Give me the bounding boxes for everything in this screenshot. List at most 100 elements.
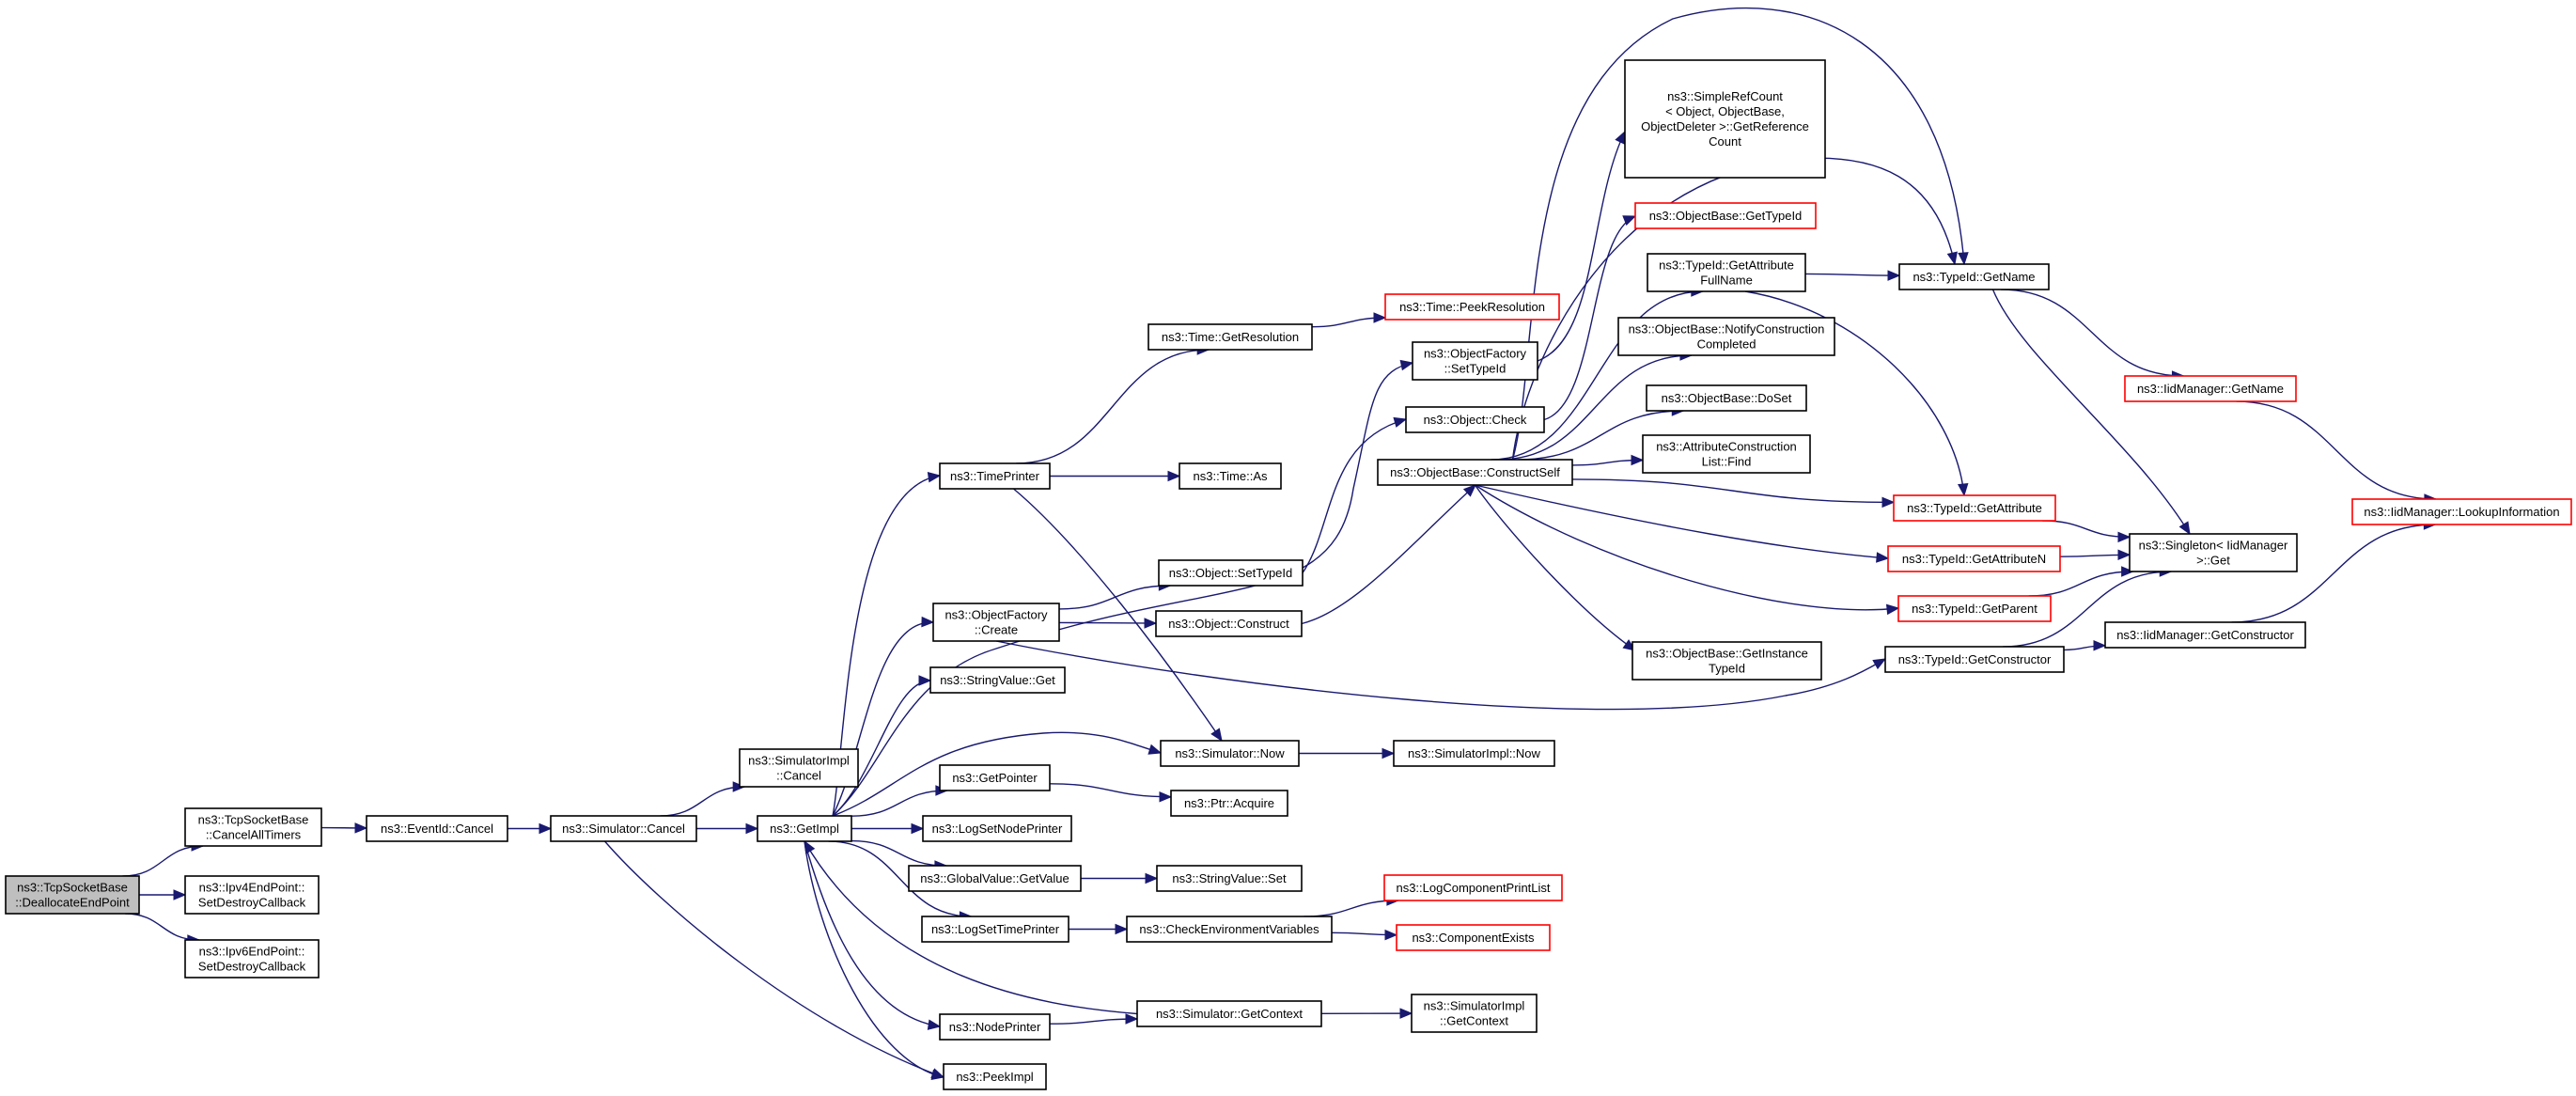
node-timeGetResolution[interactable]: ns3::Time::GetResolution (1147, 323, 1313, 351)
node-timePrinter[interactable]: ns3::TimePrinter (939, 462, 1051, 490)
edge-typeIdGetName-to-iidManagerGetName (2001, 289, 2185, 382)
node-box (1411, 994, 1538, 1033)
node-label-line: ns3::ComponentExists (1412, 931, 1535, 945)
edge-objectFactoryCreate-to-objectConstruct (1058, 618, 1158, 629)
node-box (1412, 341, 1538, 381)
node-logComponentPrintList[interactable]: ns3::LogComponentPrintList (1383, 874, 1563, 901)
node-typeIdGetParent[interactable]: ns3::TypeId::GetParent (1897, 595, 2052, 622)
node-objectBaseConstructSelf[interactable]: ns3::ObjectBase::ConstructSelf (1377, 459, 1573, 486)
node-label-line: ns3::StringValue::Set (1172, 871, 1287, 885)
node-label-line: ns3::TcpSocketBase (198, 813, 309, 827)
node-typeIdGetAttribute[interactable]: ns3::TypeId::GetAttribute (1893, 494, 2056, 522)
edge-objectBaseConstructSelf-to-objectBaseGetInstanceTypeId (1474, 484, 1637, 651)
node-label-line: ns3::SimulatorImpl (1424, 999, 1525, 1013)
node-label-line: ::DeallocateEndPoint (15, 896, 130, 910)
node-singletonGet[interactable]: ns3::Singleton< IidManager>::Get (2129, 533, 2298, 572)
node-box (184, 807, 322, 847)
node-box (932, 603, 1060, 642)
node-label-line: ns3::Time::PeekResolution (1399, 300, 1545, 314)
node-simulatorNow[interactable]: ns3::Simulator::Now (1160, 740, 1300, 767)
node-objectFactorySetTypeId[interactable]: ns3::ObjectFactory::SetTypeId (1412, 341, 1538, 381)
node-stringValueSet[interactable]: ns3::StringValue::Set (1156, 865, 1303, 892)
node-objectSetTypeId[interactable]: ns3::Object::SetTypeId (1158, 559, 1304, 587)
node-typeIdGetName[interactable]: ns3::TypeId::GetName (1898, 263, 2050, 290)
edge-objectBaseConstructSelf-to-typeIdGetAttribute (1571, 478, 1896, 509)
node-label-line: ns3::Object::Construct (1168, 617, 1289, 631)
node-simImplNow[interactable]: ns3::SimulatorImpl::Now (1393, 740, 1555, 767)
edge-simulatorGetContext-to-simImplGetContext (1320, 1008, 1413, 1019)
node-objectConstruct[interactable]: ns3::Object::Construct (1155, 610, 1303, 637)
node-box (1136, 1000, 1322, 1027)
node-simulatorCancel[interactable]: ns3::Simulator::Cancel (550, 815, 697, 842)
edge-typeIdGetAttributeFullName-to-typeIdGetAttribute (1744, 290, 1969, 497)
node-box (939, 462, 1051, 490)
node-objectBaseGetTypeId[interactable]: ns3::ObjectBase::GetTypeId (1634, 202, 1817, 229)
node-eventIdCancel[interactable]: ns3::EventId::Cancel (366, 815, 508, 842)
node-label-line: Count (1709, 134, 1741, 149)
node-root[interactable]: ns3::TcpSocketBase::DeallocateEndPoint (5, 875, 140, 915)
node-ptrAcquire[interactable]: ns3::Ptr::Acquire (1170, 790, 1288, 817)
node-iidManagerLookup[interactable]: ns3::IidManager::LookupInformation (2351, 498, 2572, 525)
node-label-line: ns3::SimulatorImpl::Now (1408, 746, 1540, 760)
node-checkEnvVars[interactable]: ns3::CheckEnvironmentVariables (1126, 916, 1333, 943)
function-nodes: ns3::TcpSocketBase::DeallocateEndPointns… (5, 59, 2572, 1090)
node-label-line: ns3::ObjectFactory (1424, 347, 1527, 361)
node-timeAs[interactable]: ns3::Time::As (1179, 462, 1282, 490)
node-getImpl[interactable]: ns3::GetImpl (757, 815, 852, 842)
node-label-line: ns3::NodePrinter (949, 1020, 1041, 1034)
node-typeIdGetAttributeN[interactable]: ns3::TypeId::GetAttributeN (1887, 545, 2061, 572)
node-label-line: SetDestroyCallback (198, 960, 306, 974)
node-label-line: ::SetTypeId (1444, 362, 1507, 376)
node-label-line: ns3::LogSetNodePrinter (932, 822, 1063, 836)
node-box (1647, 253, 1806, 292)
node-simImplGetContext[interactable]: ns3::SimulatorImpl::GetContext (1411, 994, 1538, 1033)
node-componentExists[interactable]: ns3::ComponentExists (1396, 924, 1551, 951)
node-box (1158, 559, 1304, 587)
node-getPointer[interactable]: ns3::GetPointer (939, 764, 1051, 791)
edge-simulatorGetContext-to-getImpl (804, 839, 1138, 1015)
node-globalValueGetValue[interactable]: ns3::GlobalValue::GetValue (908, 865, 1082, 892)
edge-nodePrinter-to-simulatorGetContext (1049, 1013, 1139, 1025)
node-nodePrinter[interactable]: ns3::NodePrinter (939, 1013, 1051, 1041)
node-typeIdGetConstructor[interactable]: ns3::TypeId::GetConstructor (1884, 646, 2065, 673)
node-label-line: ns3::GetImpl (770, 822, 839, 836)
node-logSetNodePrinter[interactable]: ns3::LogSetNodePrinter (922, 815, 1072, 842)
node-objectBaseNotify[interactable]: ns3::ObjectBase::NotifyConstructionCompl… (1617, 317, 1835, 356)
edge-logSetTimePrinter-to-checkEnvVars (1068, 923, 1129, 935)
node-box (1156, 865, 1303, 892)
node-box (1383, 874, 1563, 901)
node-box (2129, 533, 2298, 572)
node-ipv6SetDestroy[interactable]: ns3::Ipv6EndPoint::SetDestroyCallback (184, 939, 320, 979)
edge-simulatorCancel-to-simImplCancel (660, 781, 746, 817)
node-box (1160, 740, 1300, 767)
edge-typeIdGetParent-to-singletonGet (2028, 566, 2134, 597)
node-peekImpl[interactable]: ns3::PeekImpl (943, 1063, 1047, 1090)
edge-root-to-ipv4SetDestroy (138, 889, 187, 900)
node-objectFactoryCreate[interactable]: ns3::ObjectFactory::Create (932, 603, 1060, 642)
node-ipv4SetDestroy[interactable]: ns3::Ipv4EndPoint::SetDestroyCallback (184, 875, 320, 915)
node-label-line: SetDestroyCallback (198, 896, 306, 910)
node-label-line: ns3::Object::SetTypeId (1169, 566, 1293, 580)
node-label-line: ns3::TypeId::GetAttributeN (1902, 552, 2046, 566)
node-iidManagerGetConstructor[interactable]: ns3::IidManager::GetConstructor (2104, 621, 2306, 649)
node-cancelAllTimers[interactable]: ns3::TcpSocketBase::CancelAllTimers (184, 807, 322, 847)
node-timePeekResolution[interactable]: ns3::Time::PeekResolution (1384, 293, 1560, 321)
node-simImplCancel[interactable]: ns3::SimulatorImpl::Cancel (739, 748, 859, 788)
node-label-line: ns3::Singleton< IidManager (2139, 539, 2288, 553)
node-simpleRefCount[interactable]: ns3::SimpleRefCount< Object, ObjectBase,… (1624, 59, 1826, 179)
node-logSetTimePrinter[interactable]: ns3::LogSetTimePrinter (921, 916, 1069, 943)
node-label-line: ns3::ObjectBase::NotifyConstruction (1629, 322, 1825, 337)
node-label-line: ns3::ObjectBase::GetInstance (1646, 647, 1808, 661)
node-objectCheck[interactable]: ns3::Object::Check (1405, 406, 1545, 433)
edge-getImpl-to-simulatorNow (832, 731, 1163, 817)
node-objectBaseDoSet[interactable]: ns3::ObjectBase::DoSet (1646, 384, 1807, 412)
node-simulatorGetContext[interactable]: ns3::Simulator::GetContext (1136, 1000, 1322, 1027)
node-iidManagerGetName[interactable]: ns3::IidManager::GetName (2124, 375, 2297, 402)
edge-cancelAllTimers-to-eventIdCancel (320, 822, 368, 834)
node-box (1884, 646, 2065, 673)
node-stringValueGet[interactable]: ns3::StringValue::Get (929, 666, 1066, 694)
edge-getImpl-to-logSetNodePrinter (851, 822, 925, 835)
